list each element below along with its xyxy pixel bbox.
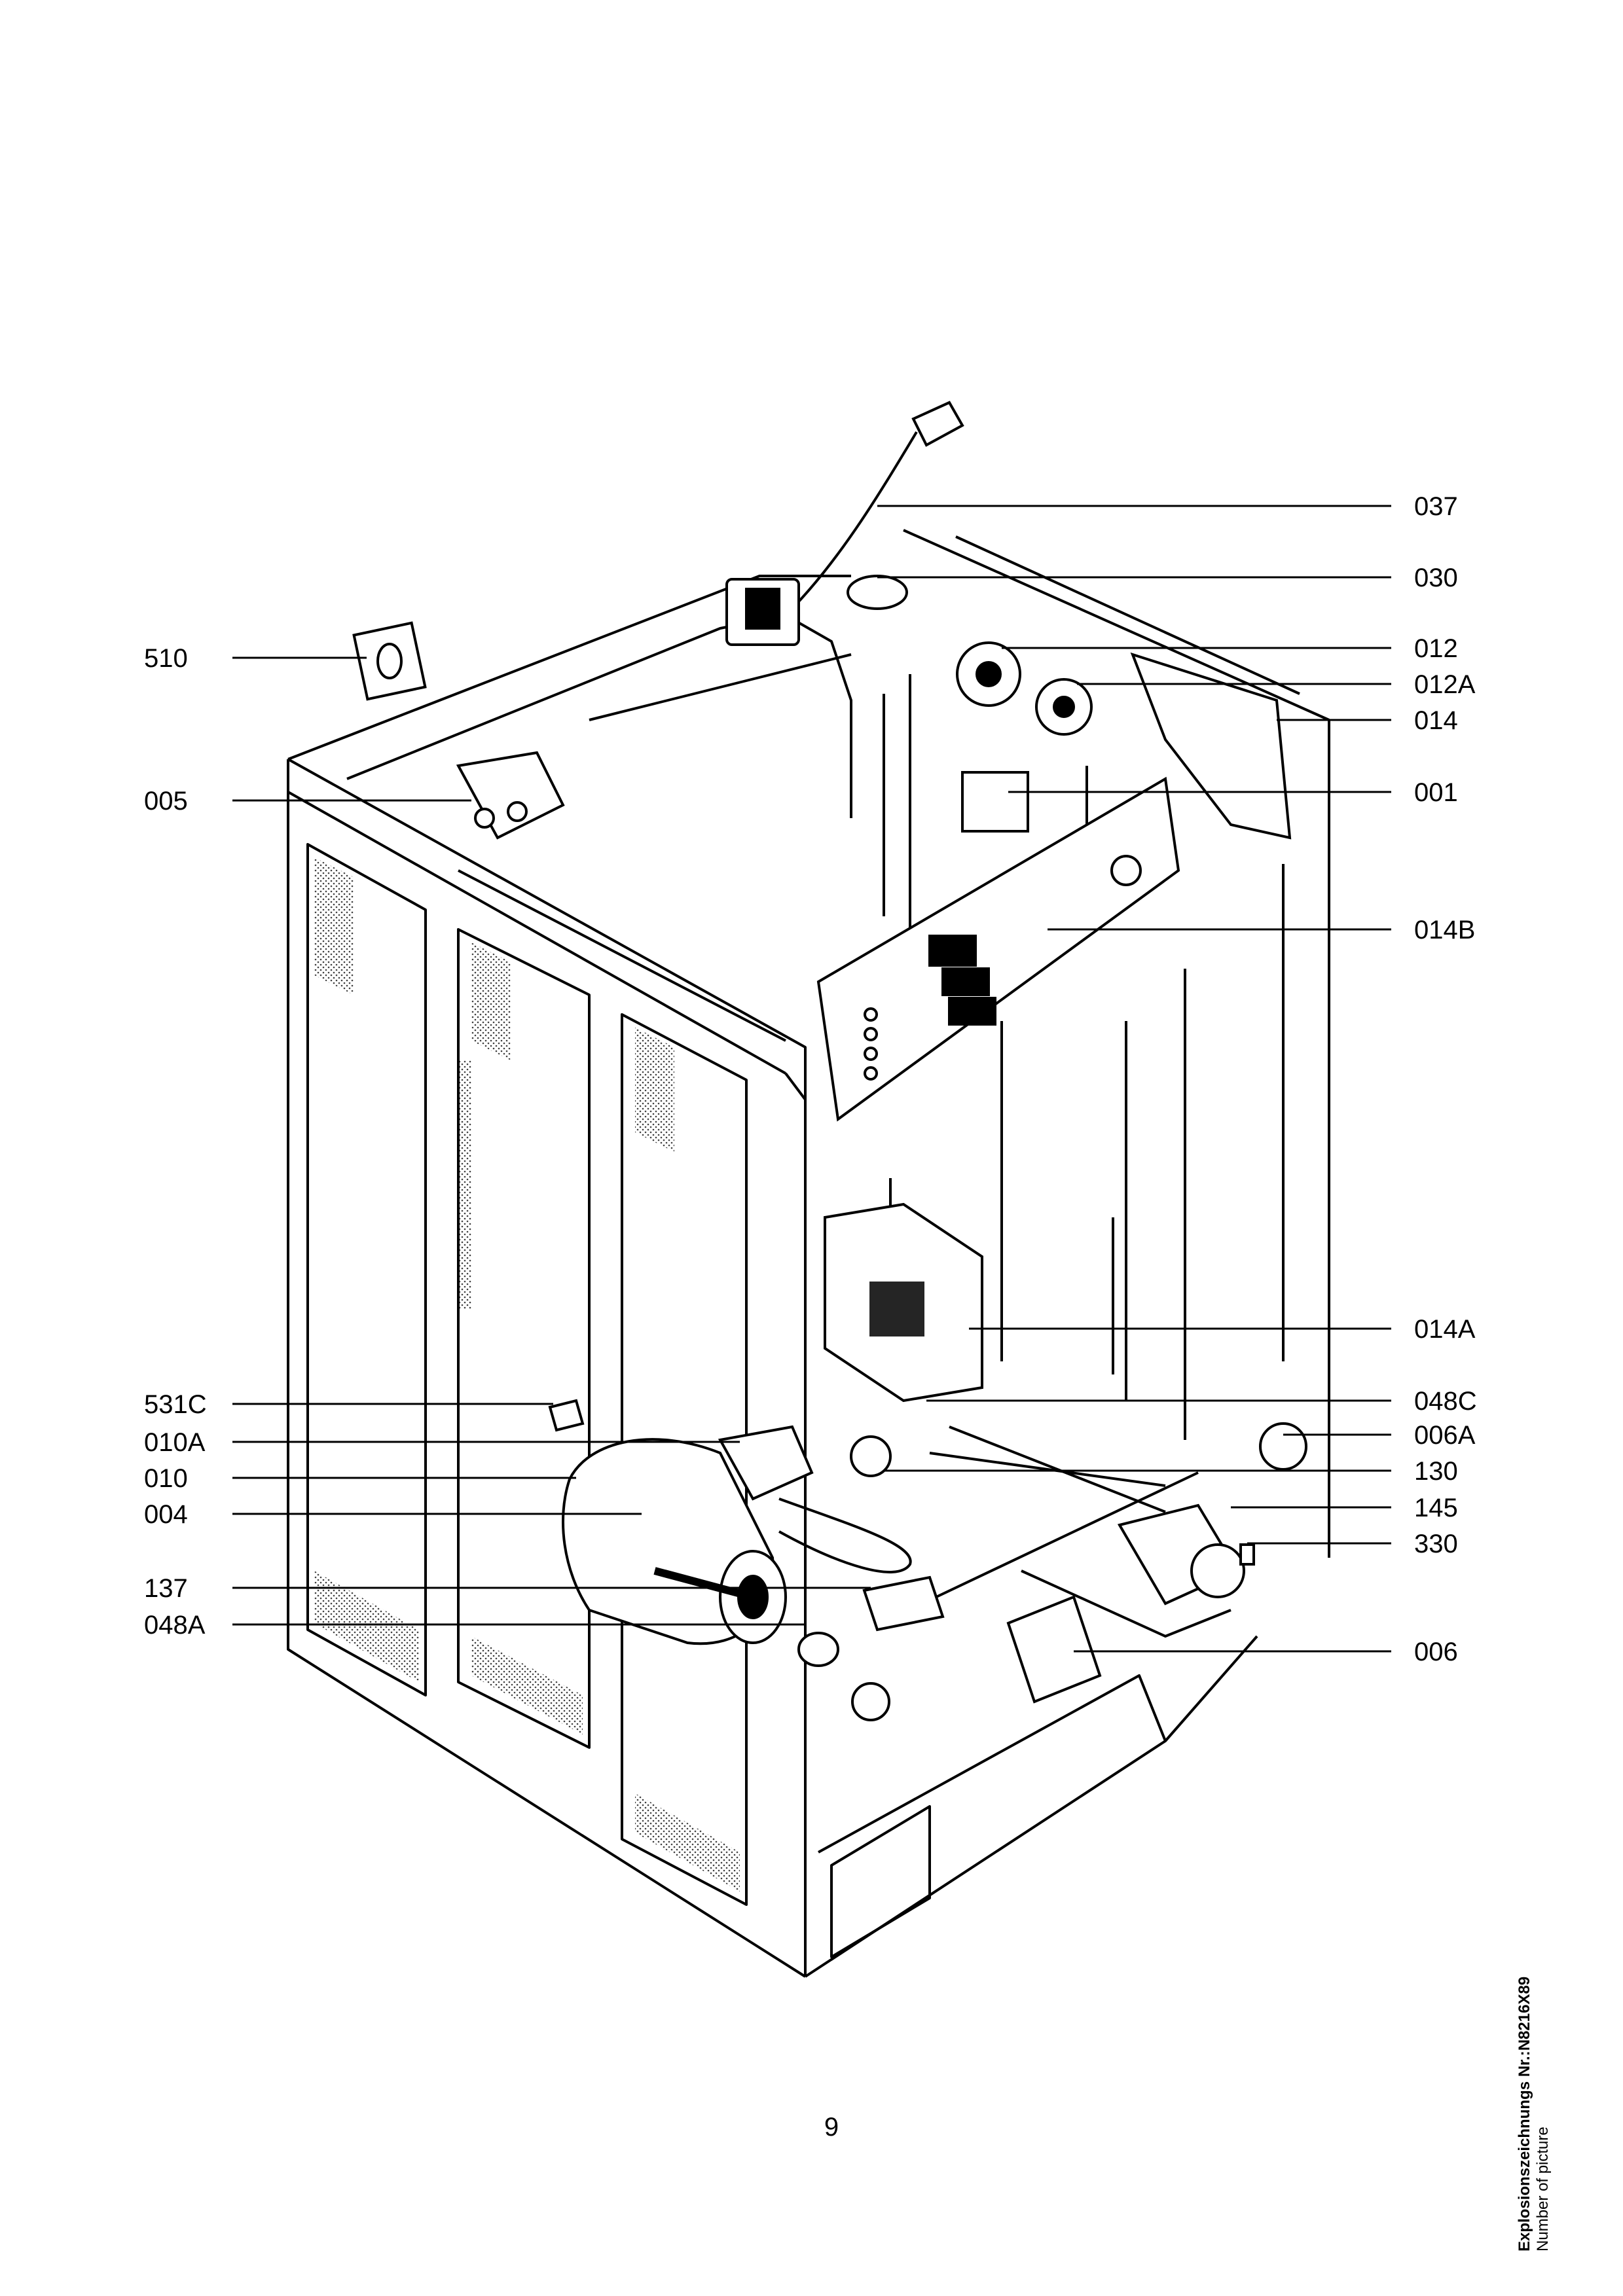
callout-label: 137: [144, 1574, 188, 1603]
callout-label: 004: [144, 1500, 188, 1529]
screw: [548, 1399, 585, 1432]
mains-plug: [911, 401, 964, 447]
components: [352, 401, 1307, 1721]
panel-shading: [314, 857, 740, 1892]
callout-label: 012: [1414, 634, 1458, 663]
callout-label: 510: [144, 644, 188, 673]
carbon-brush: [797, 1632, 839, 1667]
callout-label: 145: [1414, 1494, 1458, 1522]
callout-label: 014: [1414, 706, 1458, 735]
callout-label: 006A: [1414, 1421, 1476, 1450]
callout-label: 006: [1414, 1638, 1458, 1666]
explosion-drawing-number: Explosionszeichnungs Nr.:N8216X89: [1516, 1976, 1533, 2251]
picture-number-label: Explosionszeichnungs Nr.:N8216X89 Number…: [1516, 1977, 1552, 2251]
heater: [718, 1425, 814, 1501]
spring: [1239, 1543, 1255, 1566]
callout-label: 005: [144, 787, 188, 816]
callout-label: 330: [1414, 1530, 1458, 1558]
control-panel: [816, 776, 1180, 1122]
callout-label: 010A: [144, 1428, 206, 1457]
filter: [1259, 1422, 1307, 1471]
leader-lines: [232, 505, 1391, 1653]
page-number: 9: [824, 2113, 839, 2142]
callout-labels: 037 030 012 012A 014 001 014B 014A 048C …: [144, 492, 1477, 1666]
door-lock: [961, 771, 1029, 833]
thermostat: [862, 1575, 945, 1632]
callout-label: 048A: [144, 1611, 206, 1640]
inlet-valve: [456, 751, 565, 840]
drain-pump: [1006, 1595, 1102, 1704]
callout-label: 048C: [1414, 1387, 1477, 1416]
callout-label: 030: [1414, 564, 1458, 592]
capacitor: [847, 575, 908, 610]
callout-label: 130: [1414, 1457, 1458, 1486]
callout-label: 014B: [1414, 916, 1475, 944]
callout-label: 010: [144, 1464, 188, 1493]
callout-label: 531C: [144, 1390, 207, 1419]
callout-label: 001: [1414, 778, 1458, 807]
callout-label: 012A: [1414, 670, 1476, 699]
callout-label: 014A: [1414, 1315, 1476, 1344]
callout-label: 037: [1414, 492, 1458, 521]
ntc-sensor: [850, 1435, 892, 1477]
number-of-picture-caption: Number of picture: [1534, 2126, 1552, 2251]
mains-cable: [784, 431, 918, 617]
